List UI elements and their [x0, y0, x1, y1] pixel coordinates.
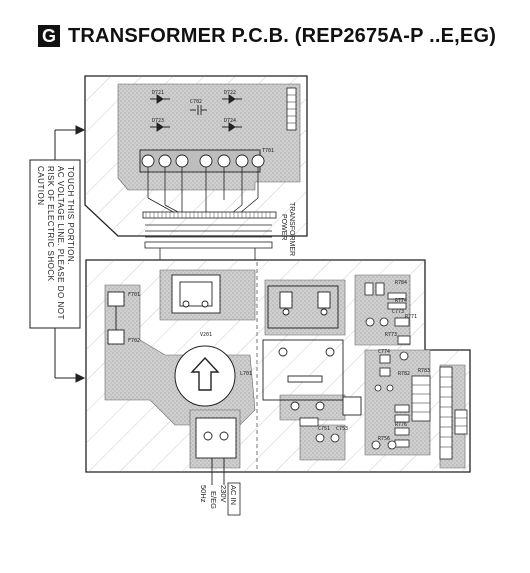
label-d724: D724 — [224, 118, 236, 124]
label-d721: D721 — [152, 90, 164, 96]
label-l701: L701 — [240, 371, 252, 377]
label-v201: V201 — [200, 332, 212, 338]
label-r776: R776 — [395, 422, 407, 428]
label-r782: R782 — [398, 371, 410, 377]
label-f702: F702 — [128, 338, 140, 344]
power-transformer — [144, 224, 273, 262]
section-badge: G — [38, 25, 60, 47]
caution-line-1: CAUTION — [36, 166, 45, 206]
ac-input-line-1: AC IN — [229, 485, 238, 505]
label-c774: C774 — [378, 349, 390, 355]
lower-board — [85, 259, 471, 473]
label-c751: C751 — [318, 426, 330, 432]
component-labels: D721 D722 C702 D723 D724 T701 F701 F702 … — [128, 90, 430, 442]
caution-line-4: TOUCH THIS PORTION. — [66, 166, 75, 265]
caution-line-3: AC VOLTAGE LINE. PLEASE DO NOT — [56, 166, 65, 320]
page-title: G TRANSFORMER P.C.B. (REP2675A-P ..E,EG) — [38, 24, 496, 48]
label-r756: R756 — [378, 436, 390, 442]
caution-line-2: RISK OF ELECTRIC SHOCK — [46, 166, 55, 282]
label-c753: C753 — [336, 426, 348, 432]
label-r771: R771 — [405, 314, 417, 320]
ac-input-label: AC IN 230V E/EG 50Hz — [199, 472, 241, 516]
label-r783: R783 — [418, 368, 430, 374]
power-transformer-label: POWER TRANSFORMER — [280, 202, 295, 256]
label-r784: R784 — [395, 280, 407, 286]
power-transformer-line-1: POWER — [280, 214, 287, 240]
label-d723: D723 — [152, 118, 164, 124]
power-transformer-line-2: TRANSFORMER — [288, 202, 295, 256]
caution-box: CAUTION RISK OF ELECTRIC SHOCK AC VOLTAG… — [29, 125, 86, 383]
label-f701: F701 — [128, 292, 140, 298]
upper-board — [84, 75, 308, 237]
label-c773: C773 — [392, 309, 404, 315]
label-r773: R773 — [385, 332, 397, 338]
label-t701: T701 — [262, 148, 274, 154]
label-c702: C702 — [190, 99, 202, 105]
label-r774: R774 — [395, 298, 407, 304]
diagram-title: TRANSFORMER P.C.B. (REP2675A-P ..E,EG) — [68, 24, 497, 47]
ac-input-line-2: 230V — [219, 485, 228, 503]
ac-input-line-3: E/EG — [209, 491, 218, 509]
ac-input-line-4: 50Hz — [199, 485, 208, 503]
label-d722: D722 — [224, 90, 236, 96]
